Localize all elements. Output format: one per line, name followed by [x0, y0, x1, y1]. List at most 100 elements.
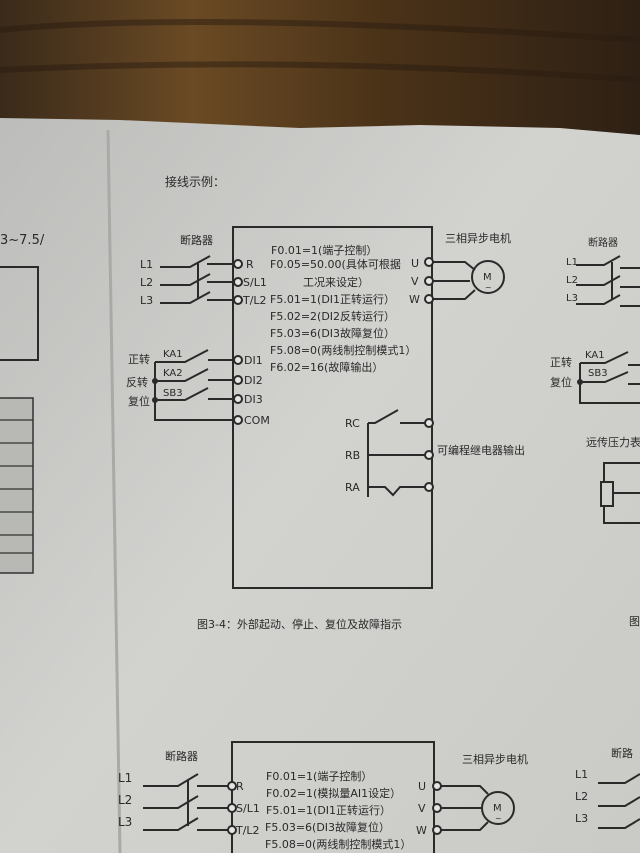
label-rc: RC — [345, 417, 360, 430]
param-line: 工况来设定） — [303, 275, 369, 289]
relay-contacts — [367, 409, 428, 497]
inverter-box — [232, 226, 433, 589]
terminal-s-2 — [227, 803, 237, 813]
input-l3: L3 — [140, 294, 153, 307]
label-w: W — [409, 293, 420, 306]
label-reset: 复位 — [128, 394, 150, 408]
terminal-di1 — [233, 355, 243, 365]
right-breaker-label: 断路器 — [588, 236, 618, 249]
label-v-2: V — [418, 802, 426, 815]
label-t-l2: T/L2 — [242, 294, 267, 307]
terminal-s — [233, 277, 243, 287]
param-line: F5.03=6(DI3故障复位） — [270, 326, 395, 340]
junction-dot — [152, 378, 158, 384]
right-control-wiring — [579, 351, 640, 404]
right-page-fragment: 断路器 L1 L2 L3 正转 复位 KA1 SB3 远传压力表 图 — [550, 236, 640, 628]
terminal-t — [233, 295, 243, 305]
label-s-l1-2: S/L1 — [236, 802, 260, 815]
terminal-r — [233, 259, 243, 269]
right-bottom-input: L1 — [575, 768, 588, 781]
left-page-table — [0, 397, 34, 574]
param-line: F6.02=16(故障输出） — [270, 360, 383, 374]
right-label-forward: 正转 — [550, 355, 572, 369]
param-line: F5.01=1(DI1正转运行） — [270, 292, 395, 306]
label-rb: RB — [345, 449, 360, 462]
diagram-1: 断路器 L1 L2 L3 R S/L1 T/L2 F0.01=1(端子控制） F… — [126, 226, 525, 631]
motor-wiring — [433, 261, 476, 300]
motor-wiring-2 — [441, 785, 489, 831]
terminal-rc — [424, 418, 434, 428]
parameter-list: F0.01=1(端子控制） F0.05=50.00(具体可根据 工况来设定） F… — [270, 243, 416, 374]
right-bottom-switches — [598, 773, 640, 829]
switch-sb3: SB3 — [163, 388, 183, 399]
terminal-u — [424, 257, 434, 267]
right-input: L1 — [566, 257, 578, 268]
right-switch-ka1: KA1 — [585, 350, 605, 361]
input-l3-2: L3 — [118, 815, 132, 829]
motor-m: M — [483, 272, 492, 283]
param-line: F0.01=1(端子控制） — [266, 769, 372, 783]
heading: 接线示例： — [165, 174, 225, 189]
label-ra: RA — [345, 481, 360, 494]
terminal-rb — [424, 450, 434, 460]
right-bottom-input: L2 — [575, 790, 588, 803]
motor-symbol — [471, 260, 505, 294]
right-bottom-input: L3 — [575, 812, 588, 825]
param-line: F5.03=6(DI3故障复位） — [265, 820, 390, 834]
terminal-ra — [424, 482, 434, 492]
terminal-w-2 — [432, 825, 442, 835]
motor-label: 三相异步电机 — [445, 231, 511, 245]
right-input: L3 — [566, 293, 578, 304]
junction-dot — [577, 379, 583, 385]
switch-ka2: KA2 — [163, 368, 183, 379]
input-l2: L2 — [140, 276, 153, 289]
param-line: F5.08=0(两线制控制模式1） — [265, 837, 411, 851]
right-bottom-breaker-label: 断路 — [611, 746, 633, 760]
param-line: F5.02=2(DI2反转运行） — [270, 309, 395, 323]
terminal-v — [424, 276, 434, 286]
left-page-box — [0, 266, 39, 361]
label-reverse: 反转 — [126, 375, 148, 389]
potentiometer-icon — [600, 481, 614, 507]
motor-symbol-2 — [481, 791, 515, 825]
right-switch-sb3: SB3 — [588, 368, 608, 379]
inverter-box-2 — [231, 741, 435, 853]
terminal-r-2 — [227, 781, 237, 791]
figure-caption: 图3-4：外部起动、停止、复位及故障指示 — [197, 617, 402, 631]
label-di3: DI3 — [244, 393, 263, 406]
label-com: COM — [244, 414, 270, 427]
terminal-com — [233, 415, 243, 425]
input-l2-2: L2 — [118, 793, 132, 807]
right-label-reset: 复位 — [550, 375, 572, 389]
input-l1: L1 — [140, 258, 153, 271]
label-v: V — [411, 275, 419, 288]
param-line: F5.01=1(DI1正转运行） — [266, 803, 391, 817]
label-s-l1: S/L1 — [243, 276, 267, 289]
switch-ka1: KA1 — [163, 349, 183, 360]
diagram-2: 断路器 L1 L2 L3 R S/L1 T/L2 F0.01=1(端子控制） F… — [118, 741, 640, 853]
label-u: U — [411, 257, 419, 270]
breaker-switches — [160, 255, 233, 304]
breaker-label-2: 断路器 — [165, 749, 198, 763]
param-line: F0.02=1(模拟量AI1设定） — [266, 786, 401, 800]
param-line: F5.08=0(两线制控制模式1） — [270, 343, 416, 357]
right-caption-fragment: 图 — [629, 615, 640, 628]
label-r: R — [246, 258, 254, 271]
label-di1: DI1 — [244, 354, 263, 367]
terminal-di2 — [233, 375, 243, 385]
input-l1-2: L1 — [118, 771, 132, 785]
terminal-u-2 — [432, 781, 442, 791]
terminal-di3 — [233, 394, 243, 404]
breaker-label: 断路器 — [180, 233, 213, 247]
label-r-2: R — [236, 780, 244, 793]
param-line: F0.05=50.00(具体可根据 — [270, 257, 401, 271]
label-w-2: W — [416, 824, 427, 837]
motor-label-2: 三相异步电机 — [462, 752, 528, 766]
page-fold — [106, 129, 122, 853]
terminal-v-2 — [432, 803, 442, 813]
gauge-label: 远传压力表 — [586, 435, 640, 449]
label-forward: 正转 — [128, 352, 150, 366]
right-input: L2 — [566, 275, 578, 286]
